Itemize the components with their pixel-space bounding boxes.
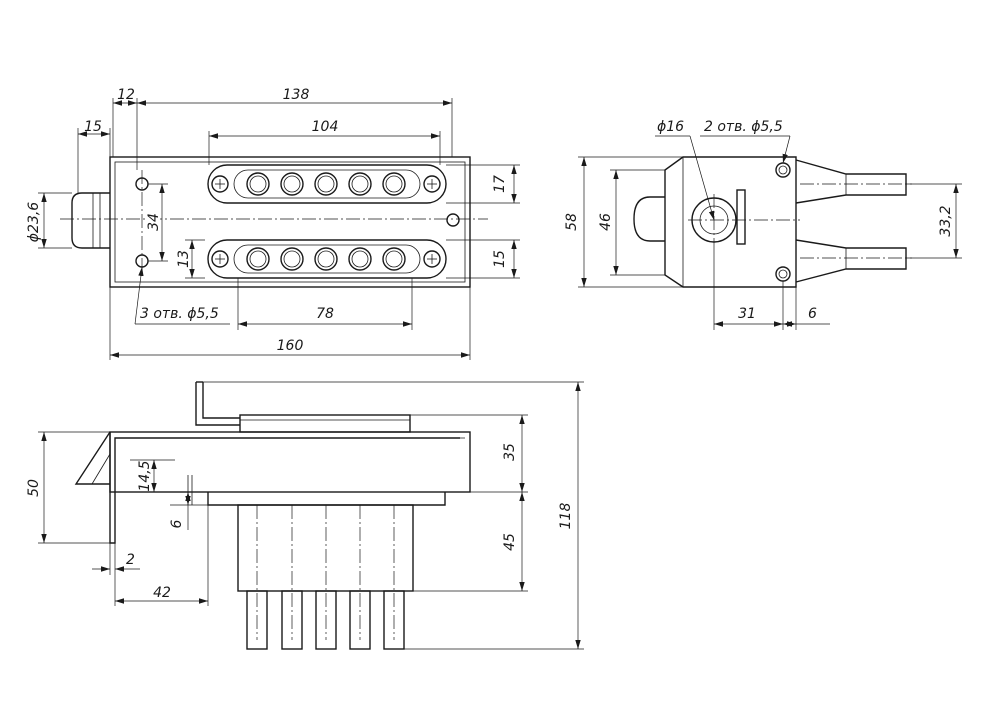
bolt-lower	[795, 239, 907, 283]
dim-31: 31	[738, 306, 756, 322]
dim-2: 2	[126, 552, 135, 568]
dim-45: 45	[502, 533, 518, 551]
screw-icon	[423, 250, 441, 268]
dim-33-2: 33,2	[938, 205, 954, 236]
keypad-base	[207, 492, 446, 506]
dim-34: 34	[146, 213, 162, 231]
side-knob	[633, 196, 665, 242]
dim-13: 13	[176, 250, 192, 268]
dim-50: 50	[26, 479, 42, 497]
callout-holes-front: 3 отв. ϕ5,5	[140, 306, 219, 322]
callout-diameter-16: ϕ16	[657, 119, 684, 135]
dim-diameter-23-6: ϕ23,6	[26, 202, 42, 243]
dim-15-left: 15	[84, 119, 102, 135]
side-body	[664, 156, 797, 288]
dim-58: 58	[564, 213, 580, 231]
dim-104: 104	[312, 119, 339, 135]
latch-plate	[736, 189, 746, 245]
button-strip-bottom	[207, 239, 447, 279]
dim-160: 160	[277, 338, 304, 354]
dim-42: 42	[153, 585, 171, 601]
dim-35: 35	[502, 443, 518, 461]
dim-15-right: 15	[492, 250, 508, 268]
button-housing	[237, 504, 414, 592]
button-shaft	[246, 590, 268, 650]
dim-12: 12	[117, 87, 135, 103]
bottom-body	[109, 431, 471, 493]
screw-icon	[211, 175, 229, 193]
side-view: 58 46 33,2 ϕ16 2 отв. ϕ5,5 31 6	[564, 119, 962, 330]
side-hole	[775, 162, 791, 178]
screw-icon	[423, 175, 441, 193]
dim-14-5: 14,5	[137, 460, 153, 491]
wedge	[74, 431, 111, 485]
front-view: 138 12 104 15 ϕ23,6 34 13 17	[26, 87, 520, 360]
dim-6-side: 6	[808, 306, 817, 322]
cylinder-knob	[71, 192, 110, 249]
front-body	[109, 156, 471, 288]
dim-46: 46	[598, 213, 614, 231]
side-hole	[775, 266, 791, 282]
dim-78: 78	[316, 306, 334, 322]
bolt-upper	[795, 159, 907, 204]
button-strip-top	[207, 164, 447, 204]
button-shaft	[383, 590, 405, 650]
bottom-view: 50 14,5 6 2 42 35 45 118	[26, 381, 584, 650]
mounting-plate	[109, 432, 460, 544]
callout-holes-side: 2 отв. ϕ5,5	[704, 119, 783, 135]
hook-bracket	[195, 382, 240, 426]
mount-hole	[446, 213, 460, 227]
dim-138: 138	[283, 87, 310, 103]
button-shaft	[281, 590, 303, 650]
screw-icon	[211, 250, 229, 268]
button-shaft	[315, 590, 337, 650]
dim-6-bottom: 6	[169, 519, 185, 528]
top-plate	[239, 414, 411, 433]
dim-17: 17	[492, 175, 508, 193]
code-buttons	[246, 172, 406, 271]
dim-118: 118	[558, 503, 574, 530]
button-shaft	[349, 590, 371, 650]
front-body-inner	[114, 161, 466, 283]
